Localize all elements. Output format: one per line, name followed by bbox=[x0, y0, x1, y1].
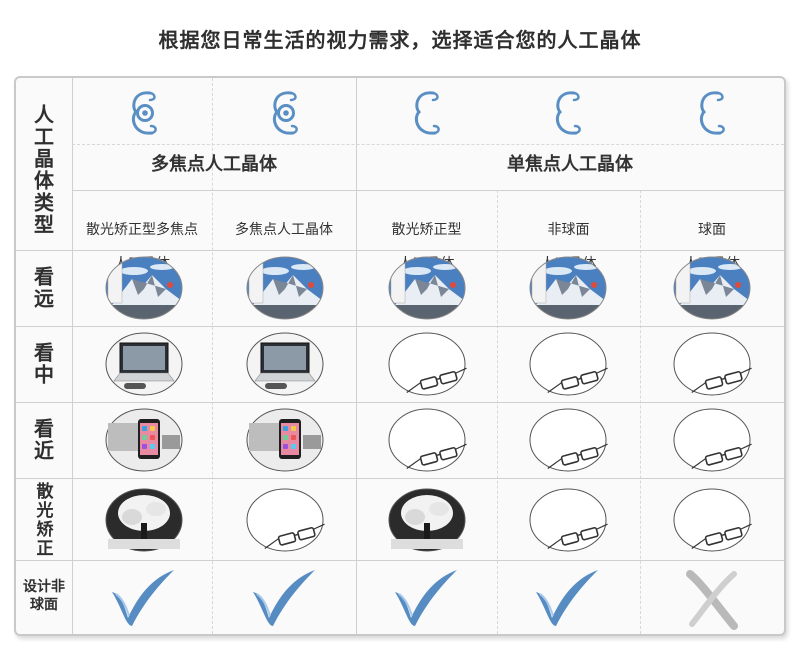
mountain-scene-image bbox=[105, 256, 183, 320]
multifocal-lens-icon bbox=[128, 88, 160, 142]
column-header-line: 散光矫正型 bbox=[391, 222, 462, 238]
cross-icon bbox=[686, 570, 738, 630]
divider bbox=[497, 190, 498, 634]
group-multifocal: 多焦点人工晶体 bbox=[151, 154, 277, 175]
row-label-mid: 看中 bbox=[30, 342, 55, 386]
glasses-empty-image bbox=[673, 488, 752, 552]
glasses-empty-image bbox=[246, 488, 325, 552]
page-title: 根据您日常生活的视力需求，选择适合您的人工晶体 bbox=[158, 28, 642, 52]
monofocal-lens-icon bbox=[414, 91, 440, 135]
tree-scene-image bbox=[387, 487, 467, 553]
divider bbox=[640, 190, 641, 634]
glasses-empty-image bbox=[388, 332, 467, 396]
laptop-scene-image bbox=[105, 332, 183, 396]
phone-scene-image bbox=[245, 407, 325, 473]
monofocal-lens-icon bbox=[555, 91, 581, 135]
check-icon bbox=[528, 564, 608, 630]
multifocal-lens-icon bbox=[131, 91, 157, 135]
column-header-line: 球面 bbox=[698, 222, 726, 238]
tree-scene-image bbox=[104, 487, 184, 553]
row-label-aspheric: 设计非球面 bbox=[23, 579, 65, 613]
row-label-near: 看近 bbox=[30, 418, 55, 462]
glasses-empty-image bbox=[672, 331, 752, 397]
check-icon bbox=[104, 564, 184, 630]
monofocal-lens-icon bbox=[411, 88, 443, 142]
glasses-empty-image bbox=[528, 331, 608, 397]
glasses-empty-image bbox=[529, 408, 608, 472]
glasses-empty-image bbox=[673, 332, 752, 396]
row-label-astig: 散光矫正 bbox=[32, 482, 53, 558]
divider bbox=[72, 144, 784, 145]
glasses-empty-image bbox=[387, 331, 467, 397]
monofocal-lens-icon bbox=[552, 88, 584, 142]
tree-scene-image bbox=[105, 488, 183, 552]
laptop-scene-image bbox=[104, 331, 184, 397]
check-icon bbox=[395, 570, 457, 626]
glasses-empty-image bbox=[673, 408, 752, 472]
divider bbox=[16, 326, 784, 327]
divider bbox=[16, 250, 784, 251]
glasses-empty-image bbox=[387, 407, 467, 473]
row-label-far: 看远 bbox=[30, 266, 55, 310]
divider bbox=[356, 78, 357, 634]
mountain-scene-image bbox=[672, 255, 752, 321]
mountain-scene-image bbox=[245, 255, 325, 321]
phone-scene-image bbox=[246, 408, 324, 472]
phone-scene-image bbox=[105, 408, 183, 472]
column-header-line: 散光矫正型多焦点 bbox=[86, 222, 198, 238]
laptop-scene-image bbox=[245, 331, 325, 397]
mountain-scene-image bbox=[528, 255, 608, 321]
column-header-line: 非球面 bbox=[547, 222, 590, 238]
mountain-scene-image bbox=[104, 255, 184, 321]
divider bbox=[16, 478, 784, 479]
column-header-line: 多焦点人工晶体 bbox=[235, 222, 333, 238]
mountain-scene-image bbox=[246, 256, 324, 320]
group-monofocal: 单焦点人工晶体 bbox=[507, 154, 633, 175]
mountain-scene-image bbox=[529, 256, 607, 320]
glasses-empty-image bbox=[245, 487, 325, 553]
monofocal-lens-icon bbox=[696, 88, 728, 142]
mountain-scene-image bbox=[388, 256, 466, 320]
check-icon bbox=[387, 564, 467, 630]
check-icon bbox=[253, 570, 315, 626]
glasses-empty-image bbox=[529, 488, 608, 552]
glasses-empty-image bbox=[672, 487, 752, 553]
check-icon bbox=[245, 564, 325, 630]
divider bbox=[212, 78, 213, 634]
glasses-empty-image bbox=[388, 408, 467, 472]
mountain-scene-image bbox=[673, 256, 751, 320]
divider bbox=[16, 402, 784, 403]
monofocal-lens-icon bbox=[699, 91, 725, 135]
row-label-type: 人工晶体类型 bbox=[30, 104, 55, 236]
glasses-empty-image bbox=[528, 487, 608, 553]
multifocal-lens-icon bbox=[272, 91, 298, 135]
check-icon bbox=[112, 570, 174, 626]
divider bbox=[72, 78, 73, 634]
cross-icon bbox=[672, 564, 752, 630]
glasses-empty-image bbox=[672, 407, 752, 473]
divider bbox=[16, 560, 784, 561]
phone-scene-image bbox=[104, 407, 184, 473]
glasses-empty-image bbox=[528, 407, 608, 473]
mountain-scene-image bbox=[387, 255, 467, 321]
multifocal-lens-icon bbox=[269, 88, 301, 142]
laptop-scene-image bbox=[246, 332, 324, 396]
check-icon bbox=[536, 570, 598, 626]
divider bbox=[72, 190, 784, 191]
glasses-empty-image bbox=[529, 332, 608, 396]
column-header: 多焦点人工晶体 bbox=[212, 205, 356, 273]
tree-scene-image bbox=[388, 488, 466, 552]
